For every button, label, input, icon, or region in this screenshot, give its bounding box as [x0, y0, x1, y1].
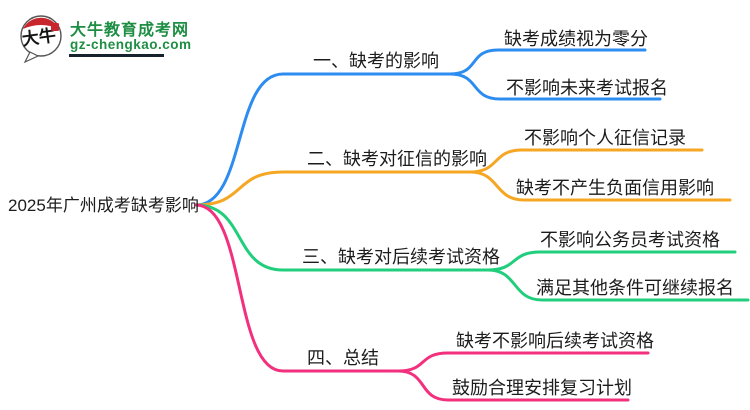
leaf-node: 不影响未来考试报名 [506, 78, 668, 98]
branch-1-leaf-2-line [448, 72, 662, 101]
branch-2-leaf-1-line [468, 148, 704, 174]
leaf-node: 满足其他条件可继续报名 [536, 278, 734, 298]
branch-4-line [194, 203, 400, 373]
branch-4-leaf-1-line [396, 351, 650, 373]
branch-2-line [194, 170, 472, 207]
branch-3-leaf-1-line [486, 250, 737, 272]
logo-domain: gz-chengkao.com [70, 37, 192, 52]
logo-badge-icon: 大牛 [20, 15, 62, 64]
branch-1-label: 一、缺考的影响 [313, 51, 439, 71]
leaf-node: 缺考不影响后续考试资格 [456, 331, 654, 351]
branch-2-leaf-2-line [468, 170, 732, 202]
branch-3-line [194, 203, 490, 272]
site-logo: 大牛 大牛教育成考网 gz-chengkao.com [18, 10, 218, 66]
leaf-node: 缺考成绩视为零分 [504, 29, 648, 49]
leaf-node: 缺考不产生负面信用影响 [516, 178, 714, 198]
leaf-node: 鼓励合理安排复习计划 [452, 378, 632, 398]
branch-1-leaf-1-line [448, 48, 647, 76]
leaf-node: 不影响公务员考试资格 [540, 230, 720, 250]
leaf-node: 不影响个人征信记录 [524, 128, 686, 148]
branch-2-label: 二、缺考对征信的影响 [307, 149, 487, 169]
logo-title: 大牛教育成考网 [70, 22, 190, 39]
branch-3-leaf-2-line [486, 268, 750, 302]
central-topic: 2025年广州成考缺考影响 [8, 196, 199, 215]
logo-underline [69, 54, 164, 57]
branch-1-line [194, 72, 452, 207]
branch-4-leaf-2-line [396, 369, 630, 402]
branch-4-label: 四、总结 [307, 348, 379, 368]
branch-3-label: 三、缺考对后续考试资格 [302, 247, 500, 267]
